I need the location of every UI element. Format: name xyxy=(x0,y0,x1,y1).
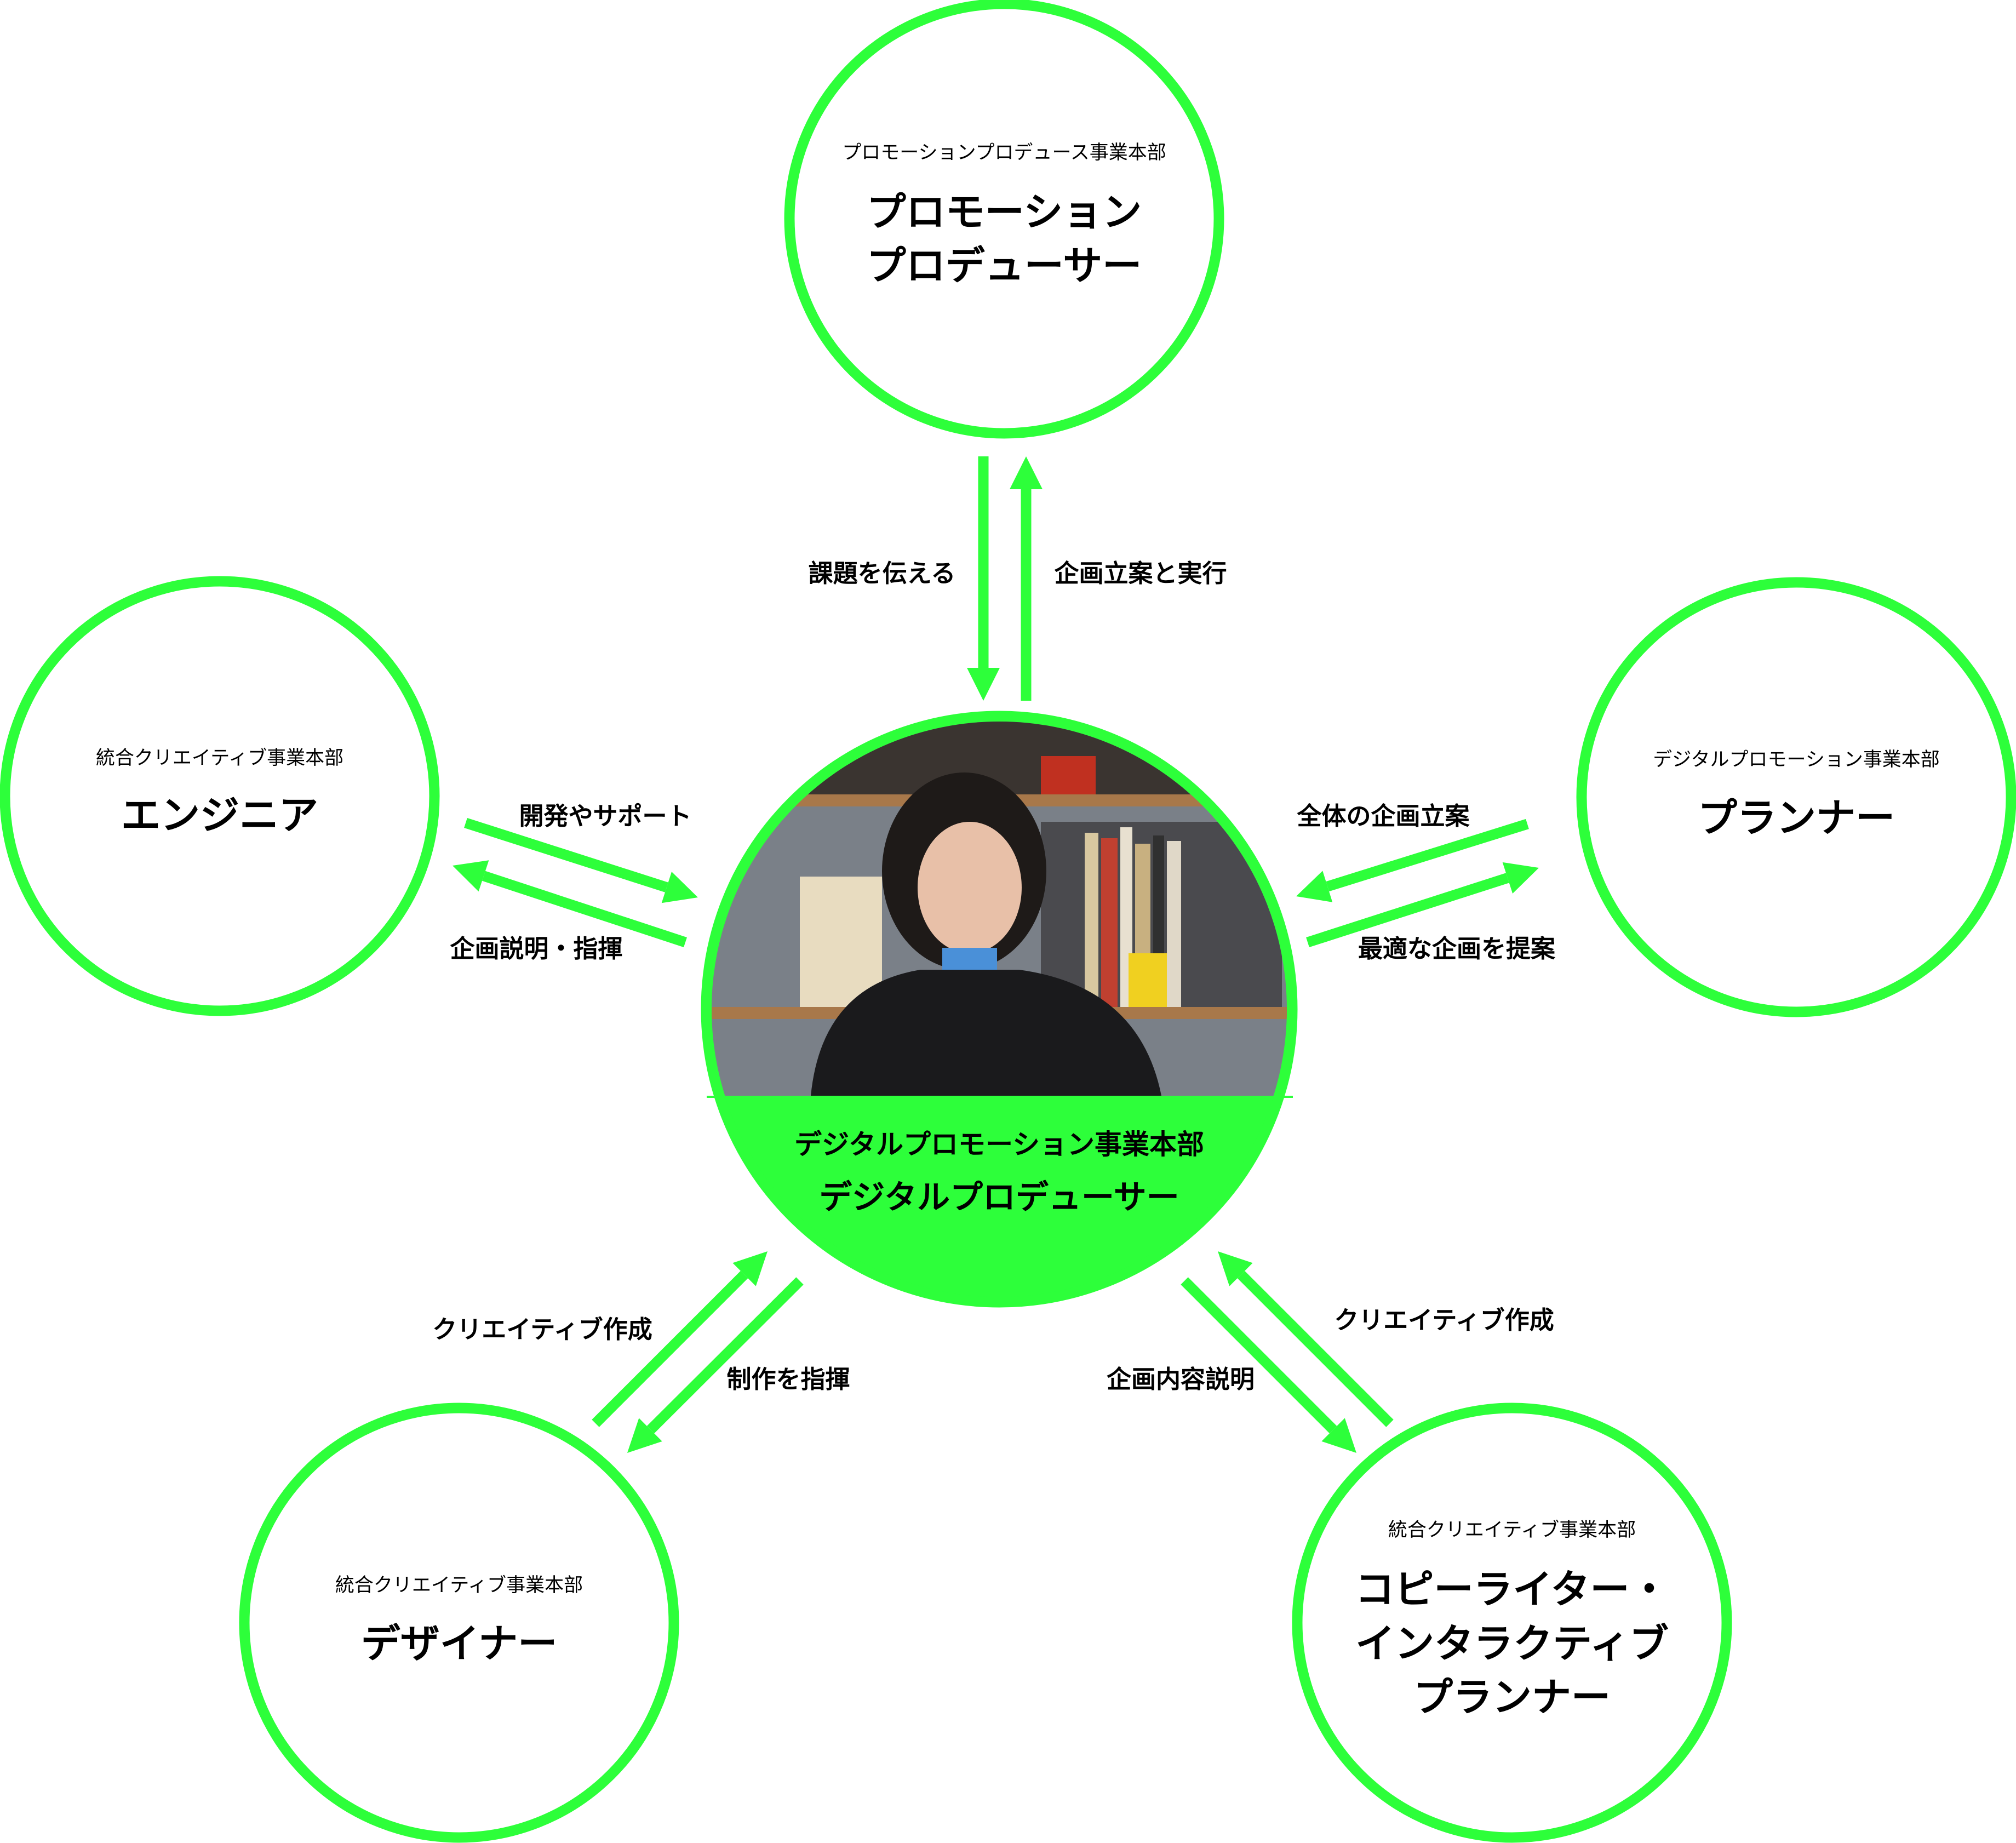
node-planner: デジタルプロモーション事業本部 プランナー xyxy=(1576,577,2016,1017)
node-circle xyxy=(0,576,440,1016)
node-department: 統合クリエイティブ事業本部 xyxy=(335,1575,583,1596)
node-digital-producer: デジタルプロモーション事業本部 デジタルプロデューサー xyxy=(701,711,1298,1308)
node-engineer: 統合クリエイティブ事業本部 エンジニア xyxy=(0,576,440,1016)
arrow-left-out xyxy=(453,860,687,948)
arrow-shaft xyxy=(1326,819,1529,892)
arrow-head xyxy=(1296,871,1333,902)
node-copywriter-planner: 統合クリエイティブ事業本部 コピーライター・ インタラクティブ プランナー xyxy=(1292,1403,1732,1843)
arrow-head xyxy=(1321,1418,1356,1453)
flow-label-right-in: 全体の企画立案 xyxy=(1296,802,1470,831)
node-role-line: デザイナー xyxy=(361,1621,558,1667)
flow-label-bl-out: 制作を指揮 xyxy=(726,1365,850,1394)
node-circle xyxy=(784,0,1224,439)
arrow-shaft xyxy=(482,871,687,948)
flow-label-bl-in: クリエイティブ作成 xyxy=(432,1315,652,1344)
arrow-head xyxy=(1010,456,1043,489)
arrows xyxy=(453,456,1539,1453)
node-role-line: コピーライター・ xyxy=(1355,1566,1669,1612)
arrow-head xyxy=(967,668,1000,701)
flow-label-top-in: 課題を伝える xyxy=(809,559,956,588)
flow-label-top-out: 企画立案と実行 xyxy=(1054,559,1227,588)
arrow-left-in xyxy=(464,817,698,903)
arrow-shaft xyxy=(1306,873,1509,948)
arrow-right-in xyxy=(1296,819,1529,902)
center-role: デジタルプロデューサー xyxy=(819,1178,1179,1217)
node-designer: 統合クリエイティブ事業本部 デザイナー xyxy=(239,1403,679,1843)
node-role-line: プロモーション xyxy=(867,189,1142,235)
arrow-shaft xyxy=(592,1270,748,1427)
arrow-shaft xyxy=(646,1277,804,1434)
node-circle xyxy=(239,1403,679,1843)
node-role-line: プロデューサー xyxy=(867,243,1142,289)
flow-label-left-out: 企画説明・指揮 xyxy=(450,934,622,963)
arrow-shaft xyxy=(1237,1270,1394,1427)
flow-label-left-in: 開発やサポート xyxy=(519,802,691,831)
flow-label-right-out: 最適な企画を提案 xyxy=(1358,934,1556,963)
node-department: 統合クリエイティブ事業本部 xyxy=(1388,1519,1636,1541)
node-promotion-producer: プロモーションプロデュース事業本部 プロモーション プロデューサー xyxy=(784,0,1224,439)
arrow-head xyxy=(732,1251,768,1286)
arrow-top-out xyxy=(1010,456,1043,701)
arrow-head xyxy=(1218,1251,1253,1286)
arrow-head xyxy=(661,872,698,903)
node-circle xyxy=(1292,1403,1732,1843)
arrow-head xyxy=(453,860,489,892)
arrow-head xyxy=(1502,862,1539,894)
arrow-head xyxy=(627,1418,662,1453)
node-department: 統合クリエイティブ事業本部 xyxy=(96,747,343,769)
portrait-photo xyxy=(712,722,1287,1096)
center-department: デジタルプロモーション事業本部 xyxy=(794,1129,1204,1160)
arrow-br-out xyxy=(1181,1277,1356,1453)
arrow-bl-in xyxy=(592,1251,768,1427)
arrow-shaft xyxy=(1181,1277,1337,1434)
flow-label-br-out: 企画内容説明 xyxy=(1107,1365,1255,1394)
node-role-line: エンジニア xyxy=(121,792,318,838)
arrow-br-in xyxy=(1218,1251,1394,1427)
arrow-bl-out xyxy=(627,1277,804,1453)
node-department: デジタルプロモーション事業本部 xyxy=(1653,749,1940,771)
arrow-top-in xyxy=(967,456,1000,701)
arrow-right-out xyxy=(1306,862,1539,948)
flow-label-br-in: クリエイティブ作成 xyxy=(1334,1306,1554,1335)
node-role-line: プランナー xyxy=(1698,795,1895,841)
node-circle xyxy=(1576,577,2016,1017)
arrow-shaft xyxy=(464,817,668,892)
node-role-line: プランナー xyxy=(1413,1674,1611,1720)
node-role-line: インタラクティブ xyxy=(1355,1621,1669,1667)
node-department: プロモーションプロデュース事業本部 xyxy=(842,142,1166,164)
